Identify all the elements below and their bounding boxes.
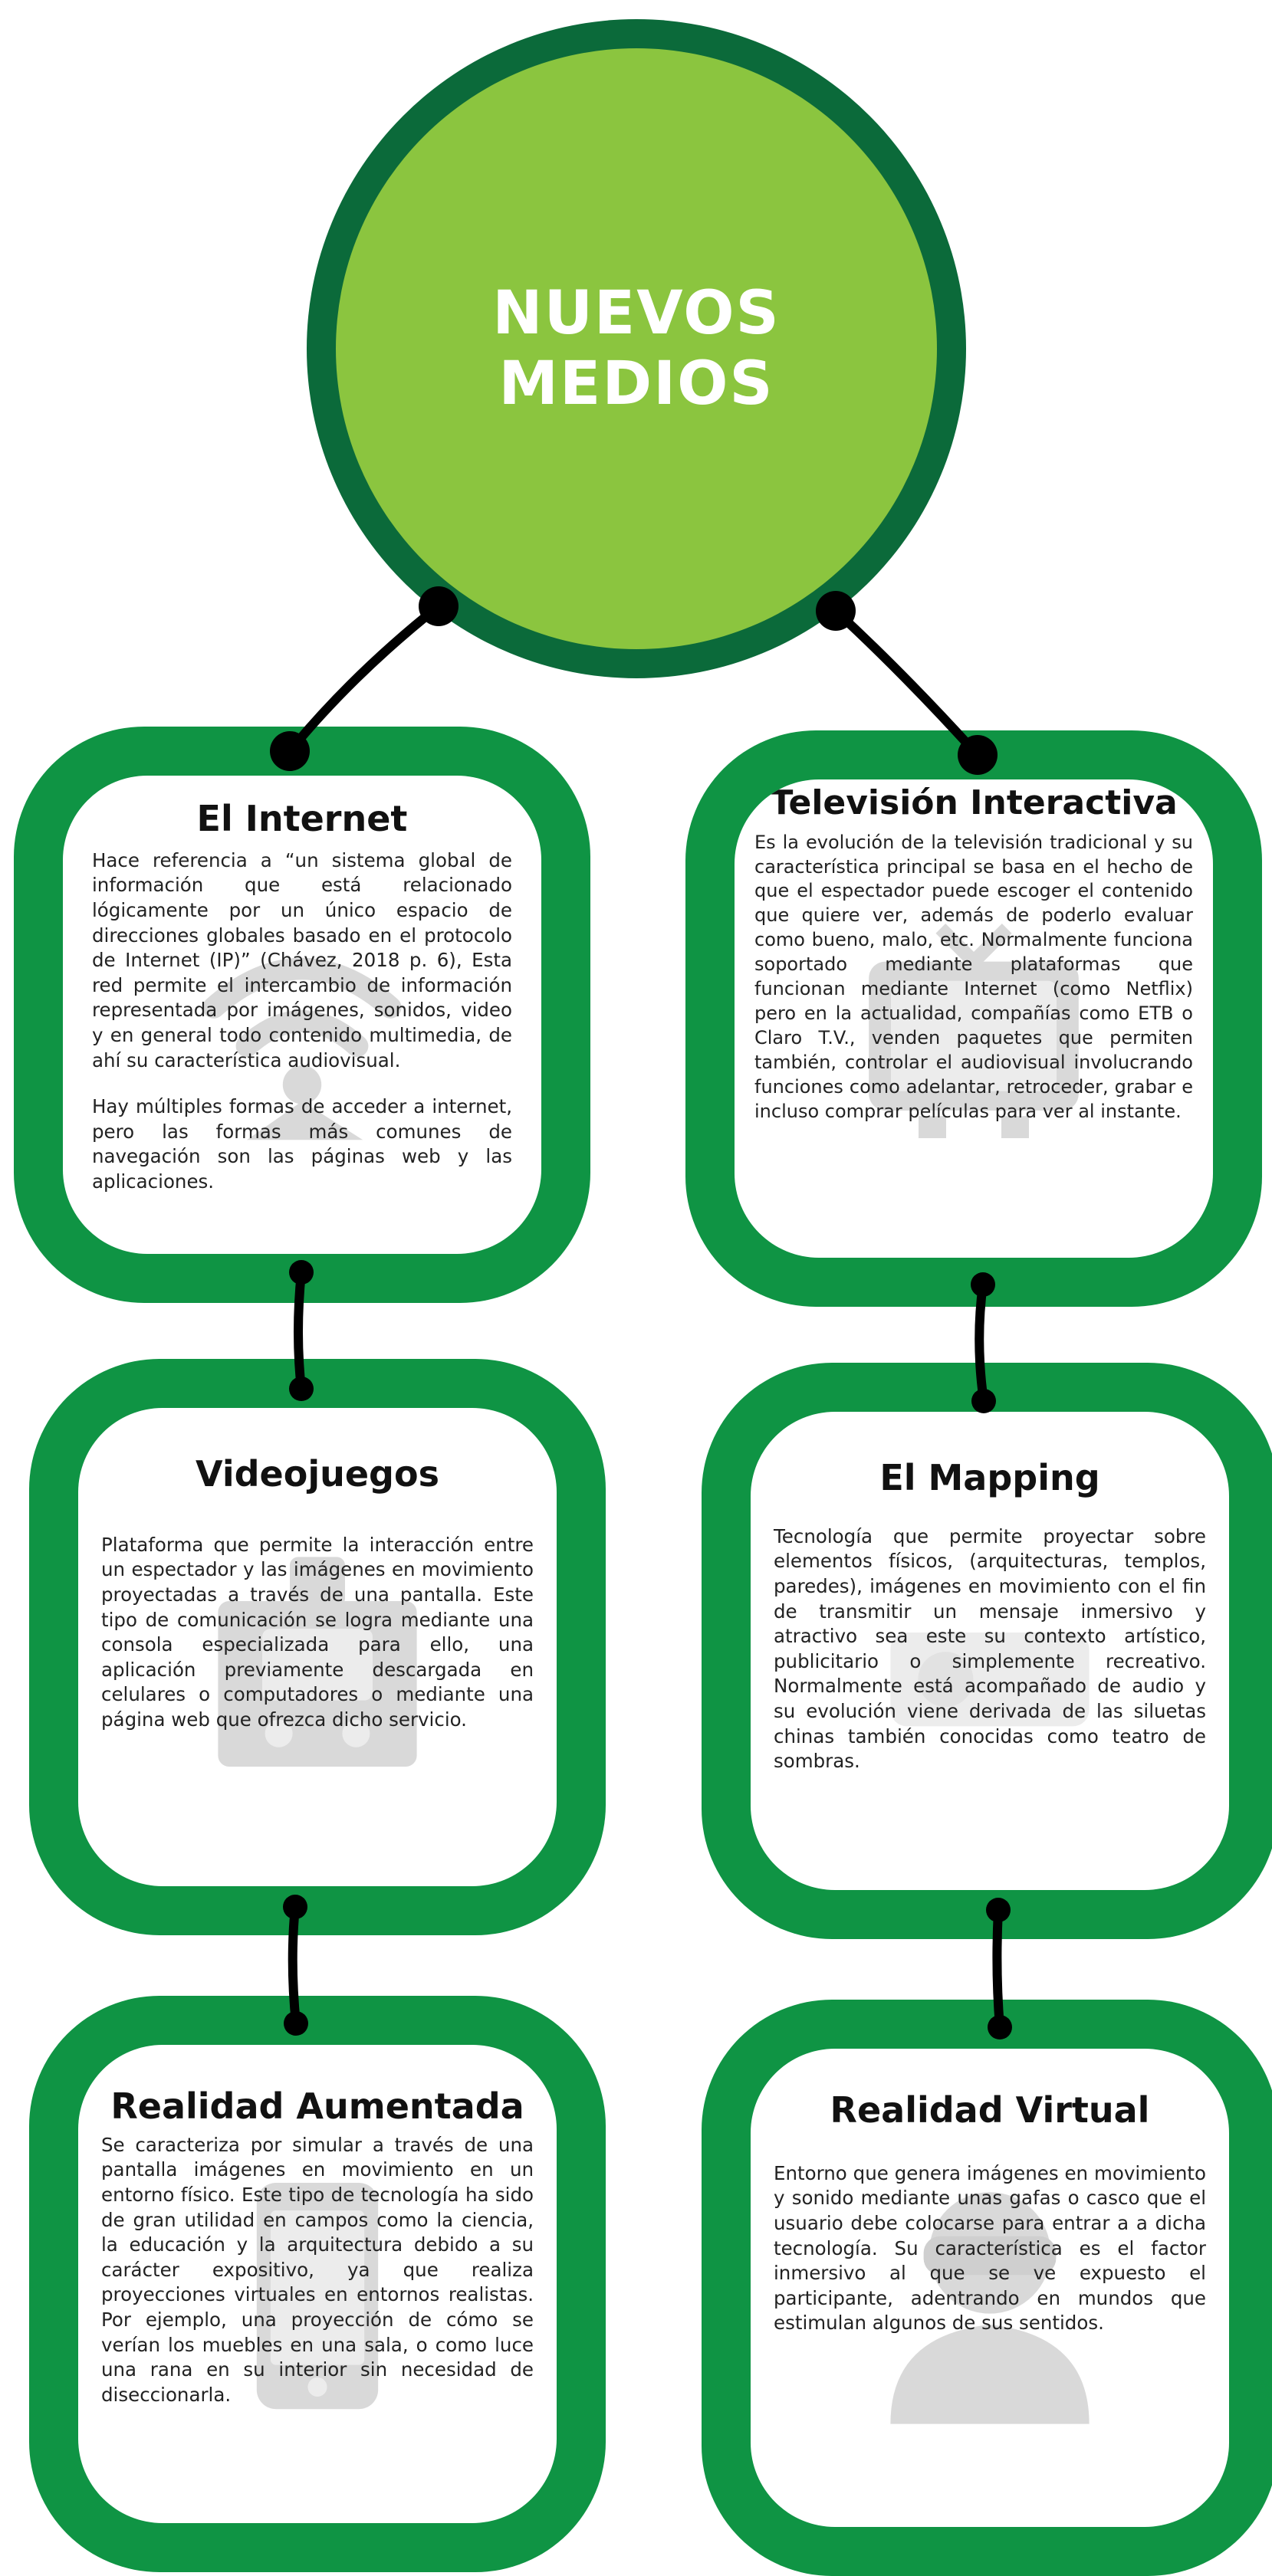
- card-television-paragraph-1: Es la evolución de la televisión tradici…: [754, 831, 1193, 1122]
- card-internet-paragraph-2: Hay múltiples formas de acceder a intern…: [92, 1095, 512, 1193]
- hub-title-line-2: MEDIOS: [498, 349, 774, 418]
- card-realidad-aumentada-title: Realidad Aumentada: [110, 2085, 524, 2127]
- card-internet: El Internet Hace referencia a “un sistem…: [14, 727, 590, 1303]
- card-television: Televisión Interactiva Es la evolución d…: [685, 730, 1262, 1307]
- card-videojuegos-content: Videojuegos Plataforma que permite la in…: [78, 1408, 557, 1886]
- smartphone-icon: [256, 2183, 379, 2410]
- card-television-body: Es la evolución de la televisión tradici…: [735, 831, 1213, 1124]
- card-realidad-virtual: Realidad Virtual Entorno que genera imág…: [702, 2000, 1272, 2576]
- card-mapping-paragraph-1: Tecnología que permite proyectar sobre e…: [774, 1524, 1206, 1773]
- card-mapping: El Mapping Tecnología que permite proyec…: [702, 1363, 1272, 1939]
- card-realidad-virtual-title: Realidad Virtual: [830, 2089, 1150, 2131]
- card-realidad-aumentada: Realidad Aumentada Se caracteriza por si…: [29, 1996, 606, 2572]
- television-icon: [869, 924, 1079, 1139]
- wifi-icon: [202, 958, 402, 1140]
- card-internet-paragraph-1: Hace referencia a “un sistema global de …: [92, 848, 512, 1071]
- card-realidad-virtual-body: Entorno que genera imágenes en movimient…: [751, 2161, 1229, 2336]
- projector-icon: [890, 1633, 1090, 1727]
- central-hub-circle: NUEVOS MEDIOS: [307, 19, 966, 678]
- card-videojuegos-title: Videojuegos: [196, 1453, 439, 1495]
- card-mapping-body: Tecnología que permite proyectar sobre e…: [751, 1524, 1229, 1774]
- card-internet-body: Hace referencia a “un sistema global de …: [63, 848, 541, 1195]
- hub-title: NUEVOS MEDIOS: [437, 278, 836, 419]
- card-videojuegos: Videojuegos Plataforma que permite la in…: [29, 1359, 606, 1935]
- card-mapping-title: El Mapping: [879, 1457, 1100, 1498]
- vr-headset-user-icon: [890, 2192, 1090, 2425]
- card-realidad-aumentada-content: Realidad Aumentada Se caracteriza por si…: [78, 2045, 557, 2523]
- gamepad-icon: [218, 1557, 417, 1767]
- card-mapping-content: El Mapping Tecnología que permite proyec…: [751, 1412, 1229, 1890]
- card-television-content: Televisión Interactiva Es la evolución d…: [735, 779, 1213, 1258]
- hub-title-line-1: NUEVOS: [492, 278, 781, 348]
- card-realidad-virtual-paragraph-1: Entorno que genera imágenes en movimient…: [774, 2161, 1206, 2335]
- card-internet-content: El Internet Hace referencia a “un sistem…: [63, 776, 541, 1254]
- card-realidad-aumentada-body: Se caracteriza por simular a través de u…: [78, 2133, 557, 2407]
- card-television-title: Televisión Interactiva: [770, 783, 1178, 822]
- card-videojuegos-body: Plataforma que permite la interacción en…: [78, 1533, 557, 1733]
- card-realidad-aumentada-paragraph-1: Se caracteriza por simular a través de u…: [101, 2133, 534, 2406]
- card-internet-title: El Internet: [196, 798, 408, 839]
- card-realidad-virtual-content: Realidad Virtual Entorno que genera imág…: [751, 2049, 1229, 2527]
- card-videojuegos-paragraph-1: Plataforma que permite la interacción en…: [101, 1533, 534, 1731]
- central-hub-fill: NUEVOS MEDIOS: [336, 48, 937, 649]
